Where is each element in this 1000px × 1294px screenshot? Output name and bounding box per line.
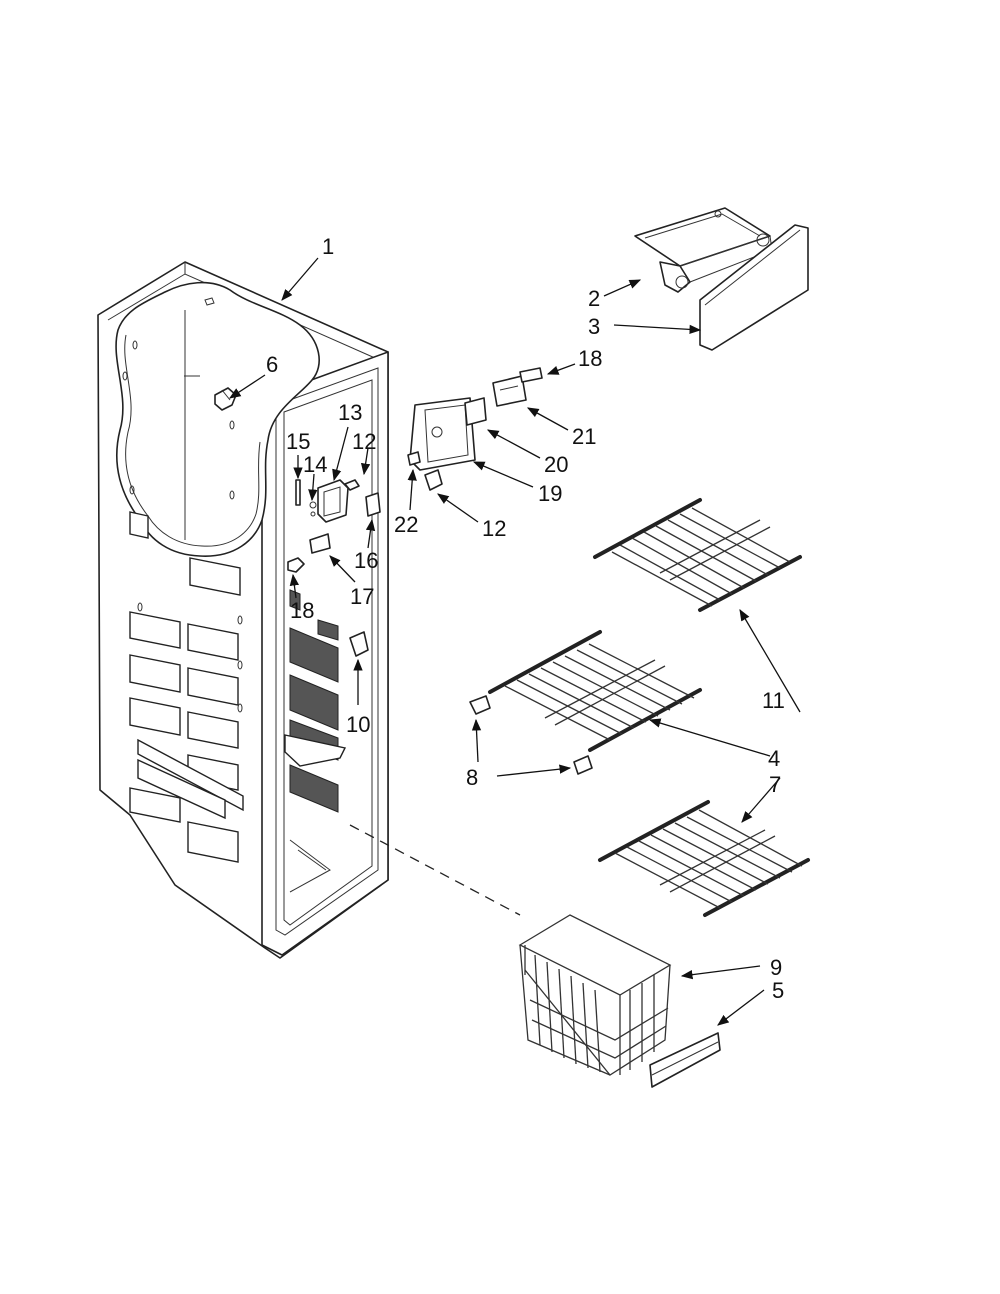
control-components	[287, 479, 381, 657]
callout-3: 3	[588, 314, 600, 339]
basket-part-9	[518, 914, 672, 1076]
callout-1: 1	[322, 234, 334, 259]
callout-22: 22	[394, 512, 418, 537]
callout-5: 5	[772, 978, 784, 1003]
callout-2: 2	[588, 286, 600, 311]
callout-10: 10	[346, 712, 370, 737]
callout-17: 17	[350, 584, 374, 609]
callout-18-top: 18	[578, 346, 602, 371]
side-wall-slots	[129, 511, 244, 863]
liner-holes	[122, 340, 243, 713]
callout-12-right: 12	[482, 516, 506, 541]
callout-labels: 1 2 3 18 6 13 21 15 12 14 20 19 22 12 16…	[266, 234, 785, 1003]
callout-13: 13	[338, 400, 362, 425]
callout-12-left: 12	[352, 429, 376, 454]
callout-14: 14	[303, 452, 327, 477]
shelf-part-7	[598, 800, 810, 917]
cover-part-3	[699, 224, 809, 351]
callout-18-left: 18	[290, 598, 314, 623]
callout-4: 4	[768, 746, 780, 771]
callout-19: 19	[538, 481, 562, 506]
shelf-part-11	[593, 498, 802, 612]
hinge-part-2	[634, 207, 773, 293]
callout-9: 9	[770, 955, 782, 980]
callout-8: 8	[466, 765, 478, 790]
shelf-part-4	[469, 630, 702, 775]
trim-part-5	[649, 1032, 721, 1088]
housing-assembly	[407, 367, 543, 491]
callout-16: 16	[354, 548, 378, 573]
callout-20: 20	[544, 452, 568, 477]
freezer-liner	[97, 261, 521, 959]
callout-7: 7	[769, 772, 781, 797]
callout-15: 15	[286, 429, 310, 454]
inner-rails	[284, 589, 347, 813]
callout-11: 11	[762, 688, 785, 713]
leader-lines	[229, 257, 801, 1026]
callout-21: 21	[572, 424, 596, 449]
callout-6: 6	[266, 352, 278, 377]
